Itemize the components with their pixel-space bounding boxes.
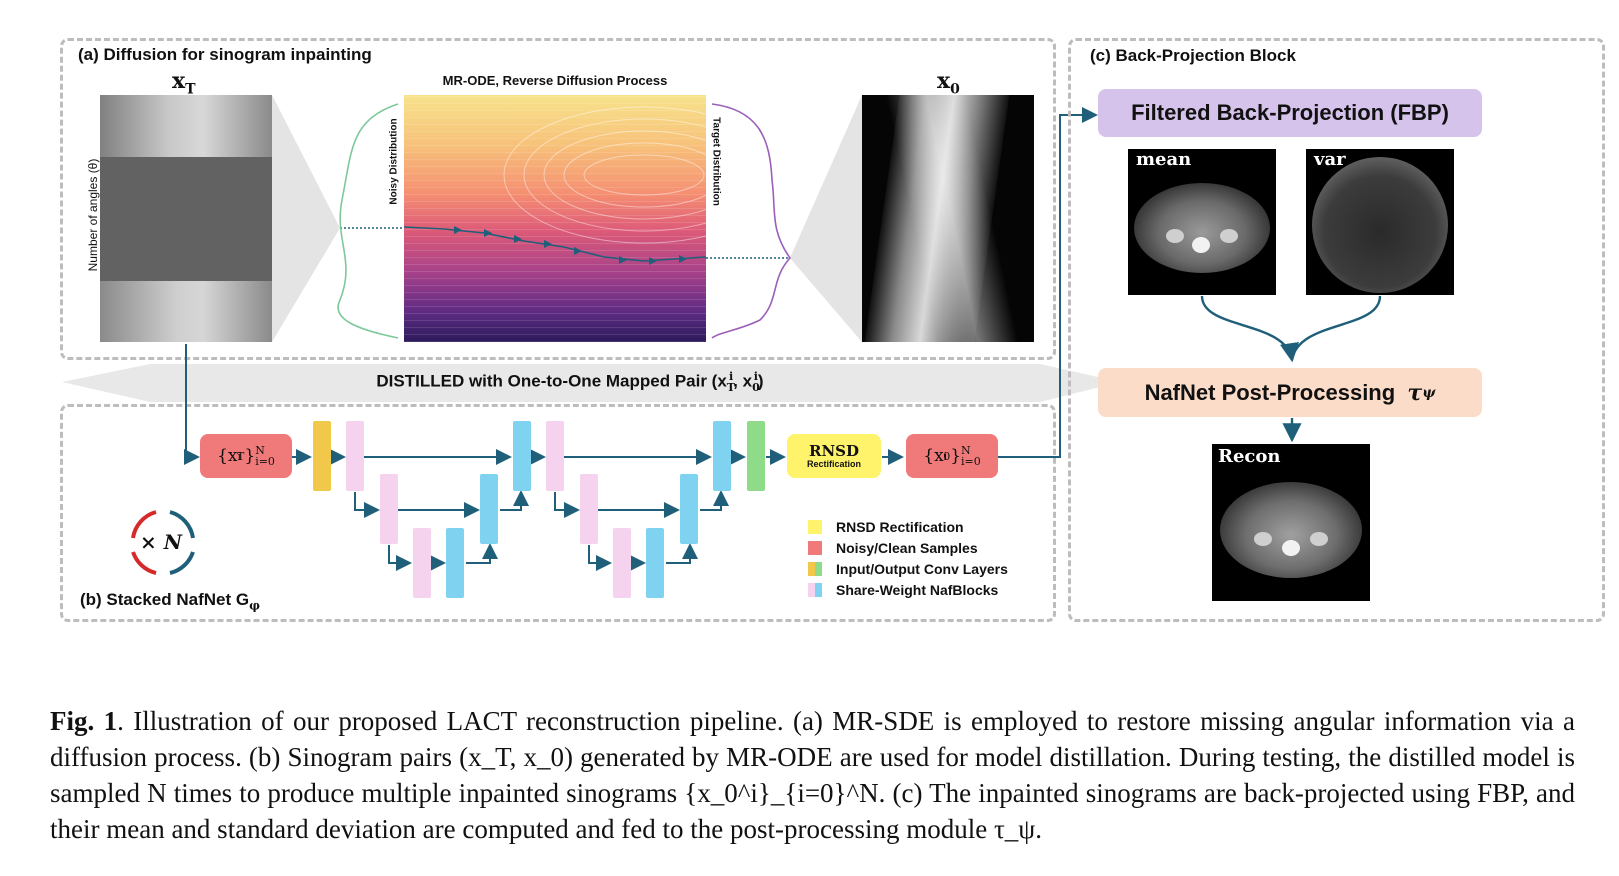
xt-label: xT [172, 68, 196, 98]
nafblock-pink-6 [613, 528, 631, 598]
nafblock-pink-2 [380, 474, 398, 544]
recon-ct-spine [1282, 540, 1300, 556]
mean-ct-image: mean [1128, 149, 1276, 295]
var-label: var [1314, 149, 1346, 170]
legend-samples: Noisy/Clean Samples [808, 540, 978, 556]
nafblock-pink-5 [580, 474, 598, 544]
mean-ct-kidney-right [1220, 229, 1238, 243]
nafblock-pink-4 [546, 421, 564, 491]
xt-sinogram-image [100, 95, 272, 342]
legend-rnsd-swatch [808, 520, 822, 534]
ode-title: MR-ODE, Reverse Diffusion Process [442, 73, 668, 88]
distilled-label: DISTILLED with One-to-One Mapped Pair (x… [376, 370, 764, 395]
caption-fig-label: Fig. 1 [50, 706, 118, 736]
mean-label: mean [1136, 149, 1192, 170]
panel-c-frame [1068, 38, 1605, 622]
nafblock-blue-2 [480, 474, 498, 544]
target-distribution-curve [711, 103, 792, 339]
mean-ct-body [1134, 183, 1270, 273]
var-ct-image: var [1306, 149, 1454, 295]
output-conv-layer [747, 421, 765, 491]
ode-contours [404, 106, 706, 265]
recon-ct-image: Recon [1212, 444, 1370, 601]
nafblock-blue-5 [680, 474, 698, 544]
x0-label: x0 [937, 68, 960, 98]
noisy-distribution-curve [337, 103, 399, 339]
recon-ct-body [1220, 482, 1362, 578]
x0-sinogram-image [862, 95, 1034, 342]
times-n-label: × N [140, 530, 183, 554]
xt-top-band [100, 95, 272, 157]
xt-bottom-band [100, 281, 272, 342]
cycle-arc-blue-right [169, 510, 195, 539]
legend-nafblocks-swatch [808, 583, 822, 597]
nafblock-pink-3 [413, 528, 431, 598]
panel-b-title: (b) Stacked NafNet Gφ [80, 590, 260, 613]
nafblock-blue-1 [446, 528, 464, 598]
fbp-box: Filtered Back-Projection (FBP) [1098, 89, 1482, 137]
caption-text: . Illustration of our proposed LACT reco… [50, 706, 1575, 844]
figure-caption: Fig. 1. Illustration of our proposed LAC… [50, 703, 1575, 847]
mean-ct-spine [1192, 237, 1210, 253]
cycle-arc-red-top [131, 510, 157, 539]
recon-label: Recon [1218, 446, 1281, 467]
recon-ct-kidney-right [1310, 532, 1328, 546]
ode-heatmap [404, 95, 706, 342]
panel-b-frame [60, 404, 1056, 622]
input-conv-layer [313, 421, 331, 491]
cycle-arc-red-left [131, 551, 157, 575]
legend-nafblocks: Share-Weight NafBlocks [808, 582, 998, 598]
nafblock-blue-4 [646, 528, 664, 598]
panel-a-title: (a) Diffusion for sinogram inpainting [78, 45, 372, 64]
xt-missing-band [100, 157, 272, 281]
mean-ct-kidney-left [1166, 229, 1184, 243]
rnsd-box: RNSD Rectification [787, 434, 881, 478]
legend-rnsd: RNSD Rectification [808, 519, 964, 535]
panel-a-frame [60, 38, 1056, 360]
nafblock-blue-6 [713, 421, 731, 491]
recon-ct-kidney-left [1254, 532, 1272, 546]
legend-samples-swatch [808, 541, 822, 555]
nafblock-pink-1 [346, 421, 364, 491]
nafblock-blue-3 [513, 421, 531, 491]
cycle-arc-blue-bottom [169, 551, 195, 575]
var-ct-disc [1312, 157, 1448, 293]
panel-c-title: (c) Back-Projection Block [1090, 46, 1296, 65]
legend-conv-swatch [808, 562, 822, 576]
legend-conv: Input/Output Conv Layers [808, 561, 1008, 577]
